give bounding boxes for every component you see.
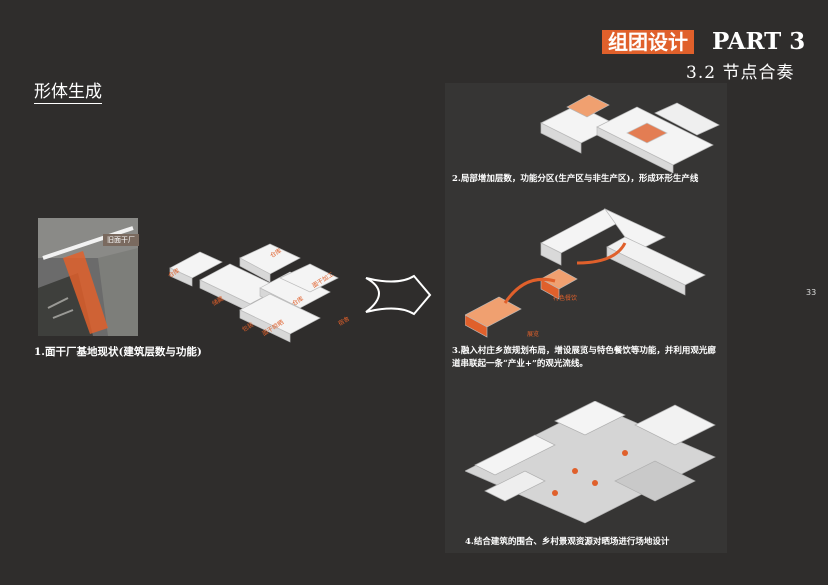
step-4-model bbox=[465, 401, 716, 524]
header-tag: 组团设计 bbox=[602, 30, 694, 54]
step-3-tag: 展览 bbox=[527, 331, 540, 338]
section-title: 形体生成 bbox=[34, 82, 102, 104]
step-4-caption: 4.结合建筑的围合、乡村景观资源对晒场进行场地设计 bbox=[465, 537, 670, 547]
site-photo-label: 旧面干厂 bbox=[103, 234, 139, 246]
design-steps-panel: 2.局部增加层数，功能分区(生产区与非生产区)，形成环形生产线 特色餐饮 展览 … bbox=[445, 83, 727, 553]
arrow-right-icon bbox=[365, 274, 432, 316]
header-part: PART 3 bbox=[712, 28, 806, 55]
step-2-caption: 2.局部增加层数，功能分区(生产区与非生产区)，形成环形生产线 bbox=[452, 174, 699, 184]
step-2-model bbox=[540, 94, 720, 173]
step-3-tag: 特色餐饮 bbox=[553, 295, 578, 302]
step-1-caption: 1.面干厂基地现状(建筑层数与功能) bbox=[34, 346, 202, 358]
existing-buildings-diagram bbox=[169, 243, 339, 343]
page-number: 33 bbox=[806, 288, 817, 297]
step-3-caption: 3.融入村庄乡旅规划布局，增设展览与特色餐饮等功能，并利用观光廊道串联起一条“产… bbox=[452, 346, 716, 369]
step-3-model bbox=[465, 208, 706, 338]
header-subtitle: 3.2 节点合奏 bbox=[686, 63, 795, 83]
